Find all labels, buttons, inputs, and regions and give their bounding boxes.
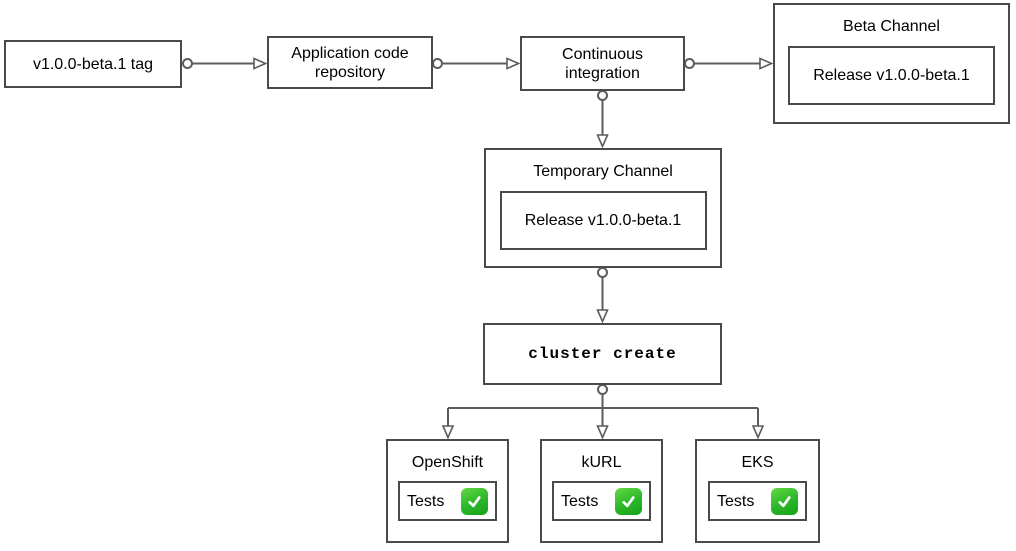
temporary-channel-title: Temporary Channel <box>533 163 673 180</box>
node-eks: EKS Tests <box>695 439 820 543</box>
cluster-create-label: cluster create <box>528 344 677 363</box>
check-mark-button-icon <box>461 487 488 515</box>
node-continuous-integration: Continuous integration <box>520 36 685 91</box>
connector-tag-to-repo <box>182 57 268 70</box>
temporary-channel-release-label: Release v1.0.0-beta.1 <box>524 212 682 229</box>
node-kurl: kURL Tests <box>540 439 663 543</box>
kurl-tests-box: Tests <box>552 481 651 521</box>
node-version-tag: v1.0.0-beta.1 tag <box>4 40 182 88</box>
node-temporary-channel: Temporary Channel Release v1.0.0-beta.1 <box>484 148 722 268</box>
node-application-code-repository: Application code repository <box>267 36 433 89</box>
eks-title: EKS <box>741 454 774 471</box>
connector-repo-to-ci <box>432 57 521 70</box>
beta-channel-title: Beta Channel <box>843 18 940 35</box>
kurl-tests-label: Tests <box>561 492 599 510</box>
continuous-integration-label: Continuous integration <box>562 45 643 82</box>
node-openshift: OpenShift Tests <box>386 439 509 543</box>
connector-temporary-channel-to-cluster-create <box>596 267 609 324</box>
connector-ci-to-beta-channel <box>684 57 774 70</box>
openshift-tests-box: Tests <box>398 481 497 521</box>
eks-tests-box: Tests <box>708 481 807 521</box>
beta-channel-release-label: Release v1.0.0-beta.1 <box>813 67 970 84</box>
node-cluster-create: cluster create <box>483 323 722 385</box>
version-tag-label: v1.0.0-beta.1 tag <box>32 55 154 73</box>
connector-cluster-create-to-clusters <box>441 384 765 440</box>
check-mark-button-icon <box>771 487 798 515</box>
openshift-title: OpenShift <box>411 454 484 471</box>
application-code-repository-label: Application code repository <box>291 44 409 81</box>
eks-tests-label: Tests <box>717 492 755 510</box>
node-beta-channel: Beta Channel Release v1.0.0-beta.1 <box>773 3 1010 124</box>
beta-channel-release-box: Release v1.0.0-beta.1 <box>788 46 995 105</box>
openshift-tests-label: Tests <box>407 492 445 510</box>
temporary-channel-release-box: Release v1.0.0-beta.1 <box>499 191 707 250</box>
check-mark-button-icon <box>615 487 642 515</box>
connector-ci-to-temporary-channel <box>596 90 609 149</box>
kurl-title: kURL <box>581 454 622 471</box>
